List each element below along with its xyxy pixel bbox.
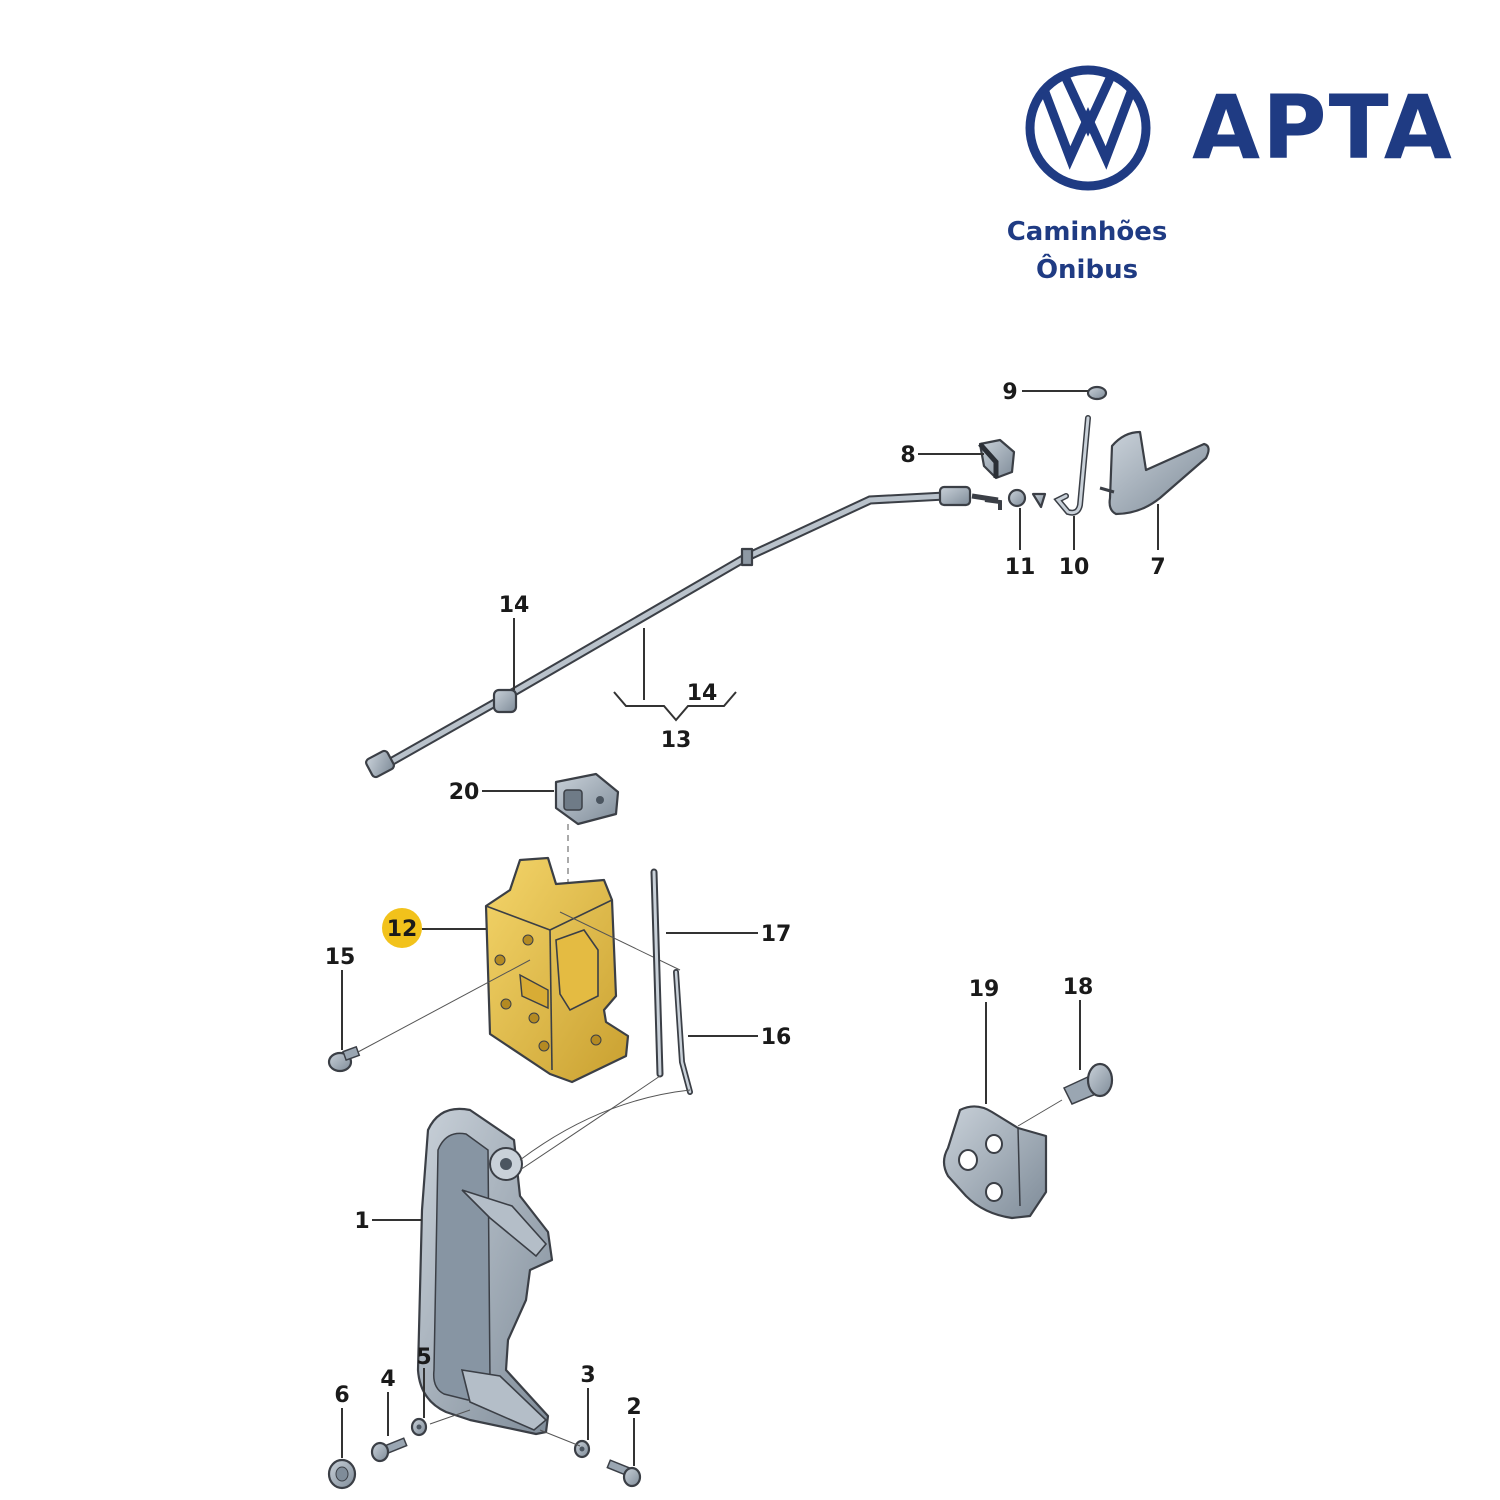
callout-16: 16 [761,1025,792,1050]
screw-part-4 [370,1437,408,1463]
callout-5: 5 [416,1345,431,1370]
callout-19: 19 [969,977,1000,1002]
lever-part-7 [1099,430,1210,516]
callout-labels: 9 8 11 10 7 14 14 13 20 12 17 16 15 1 19… [325,380,1166,1420]
door-lock-part-12 [484,856,630,1084]
connector-part-20 [554,772,620,826]
clip-part-small [1031,492,1047,509]
callout-3: 3 [580,1363,595,1388]
vw-logo-icon [1025,65,1151,191]
callout-11: 11 [1005,555,1036,580]
callout-18: 18 [1063,975,1094,1000]
brand-line-2: Ônibus [1036,253,1138,285]
callout-8: 8 [900,443,915,468]
brand-name: APTA [1192,76,1454,179]
callout-12-highlight: 12 [382,908,422,948]
callout-20: 20 [449,780,480,805]
cable-sleeve [740,547,754,567]
brand-line-1: Caminhões [1007,217,1168,247]
washer-part-3 [573,1439,591,1459]
screw-part-2 [606,1459,642,1488]
brand-logo: APTA Caminhões Ônibus [1007,65,1454,285]
callout-10: 10 [1059,555,1090,580]
callout-14-clip: 14 [499,593,530,618]
callout-13: 13 [661,728,692,753]
nut-part-11 [1007,488,1027,508]
callout-14-cable: 14 [687,681,718,706]
cable-clip [492,688,518,714]
rod-part-16 [673,969,693,1095]
highlight-badge-icon [382,908,422,948]
screw-part-18 [1062,1062,1114,1105]
cap-part-6 [327,1458,357,1490]
screw-part-15 [327,1045,361,1073]
callout-12: 12 [387,917,418,942]
rod-part-10 [1053,415,1091,516]
callout-15: 15 [325,945,356,970]
rod-part-17 [650,868,664,1078]
callout-17: 17 [761,922,792,947]
clip-part-9 [1086,385,1108,401]
callout-6: 6 [334,1383,349,1408]
washer-part-5 [410,1417,428,1437]
striker-plate-part-19 [942,1105,1048,1220]
cable-end-fitting [365,749,395,779]
callout-7: 7 [1150,555,1165,580]
leader-lines [341,390,1159,1466]
callout-2: 2 [626,1395,641,1420]
handle-pivot-icon [489,1147,523,1181]
clamp-part-8 [978,438,1016,480]
cable-assembly [365,485,1002,779]
callout-4: 4 [380,1367,395,1392]
callout-9: 9 [1002,380,1017,405]
callout-1: 1 [354,1209,369,1234]
door-handle-part-1 [416,1107,554,1436]
